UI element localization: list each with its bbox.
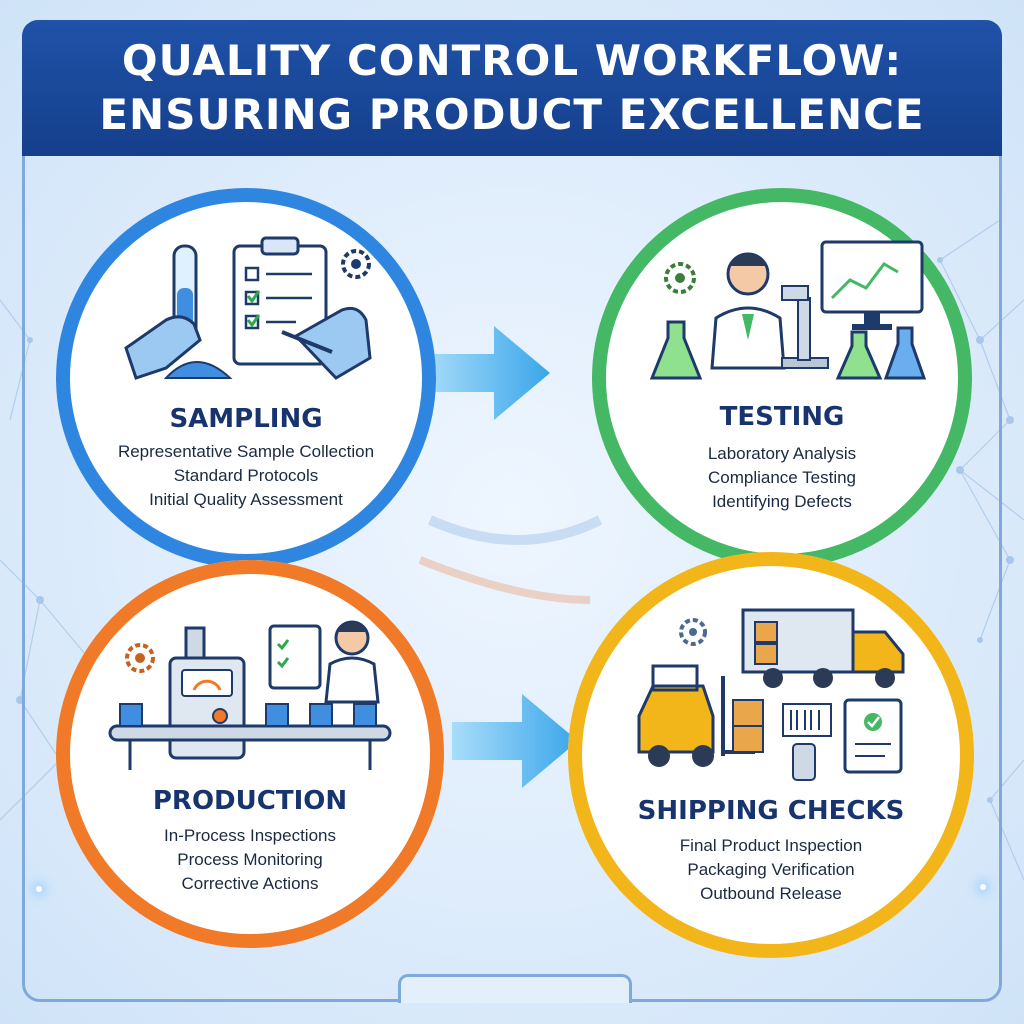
gear-icon <box>664 262 696 294</box>
stage-details: Final Product Inspection Packaging Verif… <box>568 834 974 906</box>
testing-illustration <box>649 240 927 380</box>
monitor-chart-icon <box>820 240 924 330</box>
stage-title: SHIPPING CHECKS <box>637 796 905 826</box>
production-illustration <box>108 620 392 770</box>
arrow-sampling-to-testing <box>424 326 550 420</box>
shipping-illustration <box>637 608 905 781</box>
conveyor-belt-icon <box>108 703 392 770</box>
sparkle-decoration <box>36 886 42 892</box>
stage-detail-line: Standard Protocols <box>173 466 319 485</box>
inspector-icon <box>324 620 380 704</box>
stage-detail-line: Packaging Verification <box>687 860 855 879</box>
truck-icon <box>741 608 905 688</box>
page-title-line-1: QUALITY CONTROL WORKFLOW: <box>121 36 903 85</box>
stage-title: SAMPLING <box>169 404 323 434</box>
powder-pile-icon <box>163 361 233 379</box>
stage-title: PRODUCTION <box>152 786 348 816</box>
page-title-line-2: ENSURING PRODUCT EXCELLENCE <box>99 90 925 139</box>
gear-icon <box>341 249 371 279</box>
microscope-icon <box>781 285 829 369</box>
frame-bottom-tab <box>398 974 632 1003</box>
barcode-scanner-icon <box>782 703 832 781</box>
gear-icon <box>125 643 155 673</box>
forklift-icon <box>637 664 764 767</box>
stage-detail-line: Initial Quality Assessment <box>149 490 343 509</box>
flask-icon <box>649 320 927 380</box>
stage-testing: TESTING Laboratory Analysis Compliance T… <box>592 188 972 568</box>
stage-production: PRODUCTION In-Process Inspections Proces… <box>56 560 444 948</box>
arrow-production-to-shipping <box>452 694 578 788</box>
gloved-hand-icon <box>124 315 202 380</box>
clipboard-checklist-icon <box>268 624 322 690</box>
stage-detail-line: Corrective Actions <box>181 874 319 893</box>
sparkle-decoration <box>980 884 986 890</box>
sampling-illustration <box>124 236 372 380</box>
stage-detail-line: Final Product Inspection <box>679 836 863 855</box>
page-header: QUALITY CONTROL WORKFLOW: ENSURING PRODU… <box>22 20 1002 156</box>
stage-detail-line: Compliance Testing <box>707 468 857 487</box>
clipboard-check-icon <box>843 698 903 774</box>
stage-details: Representative Sample Collection Standar… <box>56 440 436 512</box>
stage-details: Laboratory Analysis Compliance Testing I… <box>592 442 972 514</box>
scientist-icon <box>710 252 786 370</box>
stage-shipping: SHIPPING CHECKS Final Product Inspection… <box>568 552 974 958</box>
stage-detail-line: In-Process Inspections <box>164 826 336 845</box>
stage-detail-line: Laboratory Analysis <box>707 444 857 463</box>
stage-title: TESTING <box>719 402 845 432</box>
stage-details: In-Process Inspections Process Monitorin… <box>56 824 444 896</box>
stage-detail-line: Representative Sample Collection <box>117 442 375 461</box>
stage-sampling: SAMPLING Representative Sample Collectio… <box>56 188 436 568</box>
pen-hand-icon <box>281 306 372 380</box>
stage-detail-line: Process Monitoring <box>177 850 323 869</box>
stage-detail-line: Outbound Release <box>700 884 842 903</box>
gear-icon <box>679 618 707 646</box>
stage-detail-line: Identifying Defects <box>712 492 852 511</box>
